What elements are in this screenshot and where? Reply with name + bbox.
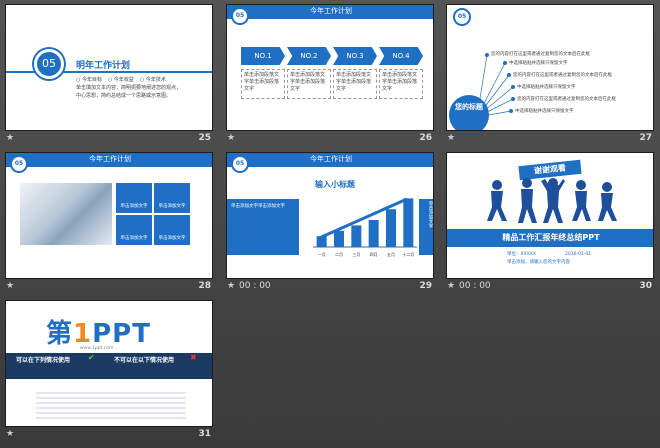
badge: 05	[453, 8, 471, 26]
bar	[386, 209, 396, 247]
text-line: 中选择粘贴并选择只保留文字	[517, 85, 576, 90]
thumb-30[interactable]: 谢谢观看 精品工作汇报年终总结PPT 单位：XXXXX 2016-01-01 单…	[446, 152, 654, 296]
center-circle: 您的标题	[449, 95, 489, 130]
input-title: 输入小标题	[315, 180, 355, 189]
slide-title: 明年工作计划	[76, 61, 131, 71]
badge: 05	[10, 155, 28, 173]
thumb-31[interactable]: 第1PPT www.1ppt.com 可以在下列情况使用 ✔ 不可以在以下情况使…	[5, 300, 213, 444]
tick-label: 三月	[352, 252, 360, 257]
thumb-27[interactable]: 05 您的标题 您的内容打在这里或者通过复制您的文本后在此框 中选择粘贴并选择只…	[446, 4, 654, 148]
badge: 05	[231, 7, 249, 25]
check-icon: ✔	[88, 353, 95, 362]
badge: 05	[231, 155, 249, 173]
step-text: 单击添加段落文字单击添加段落文字	[287, 69, 331, 99]
slide-28[interactable]: 今年工作计划 05 单击添加文字 单击添加文字 单击添加文字 单击添加文字	[5, 152, 213, 279]
thumb-26[interactable]: 今年工作计划 05 NO.1 NO.2 NO.3 NO.4 单击添加段落文字单击…	[226, 4, 434, 148]
main-band: 精品工作汇报年终总结PPT	[447, 229, 653, 247]
left-head: 可以在下列情况使用	[16, 357, 71, 364]
tile: 单击添加文字	[154, 183, 190, 213]
bar	[351, 225, 362, 247]
slide-number: 29	[419, 281, 432, 291]
right-head: 不可以在以下情况使用	[114, 357, 175, 364]
slide-number: 30	[639, 281, 652, 291]
star-icon[interactable]: ★	[6, 133, 15, 143]
slide-27[interactable]: 05 您的标题 您的内容打在这里或者通过复制您的文本后在此框 中选择粘贴并选择只…	[446, 4, 654, 131]
star-icon[interactable]: ★	[447, 133, 456, 143]
text-line: 中选择粘贴并选择只保留文字	[515, 109, 574, 114]
star-icon[interactable]: ★	[6, 429, 15, 439]
footer-left: 单位：XXXXX	[507, 252, 536, 257]
tick-label: 五月	[387, 252, 395, 257]
logo: 第1PPT	[46, 319, 151, 349]
text-line: 中选择粘贴并选择只保留文字	[509, 61, 568, 66]
bar	[334, 230, 344, 247]
body-text: 中心思想，简约总结成一个思路或示意图。	[76, 93, 172, 99]
bar	[368, 220, 379, 247]
handshake-image	[20, 183, 112, 245]
step: NO.3	[333, 47, 377, 65]
timing: 00 : 00	[239, 281, 271, 291]
text-line: 您的内容打在这里或者通过复制您的文本后在此框	[517, 97, 616, 102]
dark-band	[6, 353, 212, 379]
slide-25[interactable]: 05 明年工作计划 ○ 今年目标 ○ 今年收益 ○ 今年技术 单击填加文本内容，…	[5, 4, 213, 131]
bullet: ○ 今年目标	[76, 77, 102, 83]
bullet: ○ 今年收益	[107, 77, 134, 83]
logo-url: www.1ppt.com	[80, 346, 114, 351]
footer-right: 2016-01-01	[565, 252, 592, 257]
thumb-29[interactable]: 今年工作计划 05 输入小标题 单击添加文字单击添加文字 一月 二月 三月 四月 五月 十…	[226, 152, 434, 296]
timing: 00 : 00	[459, 281, 491, 291]
trend-arrow	[316, 197, 408, 241]
bar-chart: 一月 二月 三月 四月 五月 十二月	[313, 197, 417, 257]
body-text: 单击填加文本内容，简明扼要地阐述您的观点，	[76, 85, 182, 91]
slide-26[interactable]: 今年工作计划 05 NO.1 NO.2 NO.3 NO.4 单击添加段落文字单击…	[226, 4, 434, 131]
tick-label: 一月	[318, 252, 326, 257]
step-text: 单击添加段落文字单击添加段落文字	[379, 69, 423, 99]
slide-number: 28	[198, 281, 211, 291]
runners-silhouette-icon	[487, 178, 617, 223]
tile: 单击添加文字	[116, 183, 152, 213]
star-icon[interactable]: ★	[447, 281, 456, 291]
cross-icon: ✖	[190, 353, 197, 362]
bar	[316, 236, 327, 247]
tile: 单击添加文字	[154, 215, 190, 245]
right-block: 单击添加文字	[419, 199, 433, 255]
slide-title: 今年工作计划	[89, 155, 131, 163]
tile: 单击添加文字	[116, 215, 152, 245]
slide-title: 今年工作计划	[310, 155, 352, 163]
star-icon[interactable]: ★	[227, 133, 236, 143]
step: NO.1	[241, 47, 285, 65]
slide-number: 31	[198, 429, 211, 439]
bullet: ○ 今年技术	[139, 77, 166, 83]
badge: 05	[34, 49, 64, 79]
step-text: 单击添加段落文字单击添加段落文字	[333, 69, 377, 99]
thumb-28[interactable]: 今年工作计划 05 单击添加文字 单击添加文字 单击添加文字 单击添加文字 ★ 2…	[5, 152, 213, 296]
bar	[403, 198, 414, 247]
list-placeholder	[36, 389, 186, 419]
slide-31[interactable]: 第1PPT www.1ppt.com 可以在下列情况使用 ✔ 不可以在以下情况使…	[5, 300, 213, 427]
step-text: 单击添加段落文字单击添加段落文字	[241, 69, 285, 99]
star-icon[interactable]: ★	[227, 281, 236, 291]
step: NO.4	[379, 47, 423, 65]
slide-30[interactable]: 谢谢观看 精品工作汇报年终总结PPT 单位：XXXXX 2016-01-01 单…	[446, 152, 654, 279]
tick-label: 二月	[335, 252, 343, 257]
text-line: 您的内容打在这里或者通过复制您的文本后在此框	[513, 73, 612, 78]
slide-number: 25	[198, 133, 211, 143]
slide-number: 27	[639, 133, 652, 143]
tick-label: 十二月	[402, 251, 414, 257]
slide-title: 今年工作计划	[310, 7, 352, 15]
sub-text: 单击添加，请输入您的文字内容	[507, 260, 570, 265]
text-line: 您的内容打在这里或者通过复制您的文本后在此框	[491, 52, 590, 57]
thumb-25[interactable]: 05 明年工作计划 ○ 今年目标 ○ 今年收益 ○ 今年技术 单击填加文本内容，…	[5, 4, 213, 148]
slide-29[interactable]: 今年工作计划 05 输入小标题 单击添加文字单击添加文字 一月 二月 三月 四月 五月 十…	[226, 152, 434, 279]
star-icon[interactable]: ★	[6, 281, 15, 291]
step: NO.2	[287, 47, 331, 65]
tick-label: 四月	[370, 252, 378, 257]
slide-number: 26	[419, 133, 432, 143]
side-block: 单击添加文字单击添加文字	[227, 199, 299, 255]
